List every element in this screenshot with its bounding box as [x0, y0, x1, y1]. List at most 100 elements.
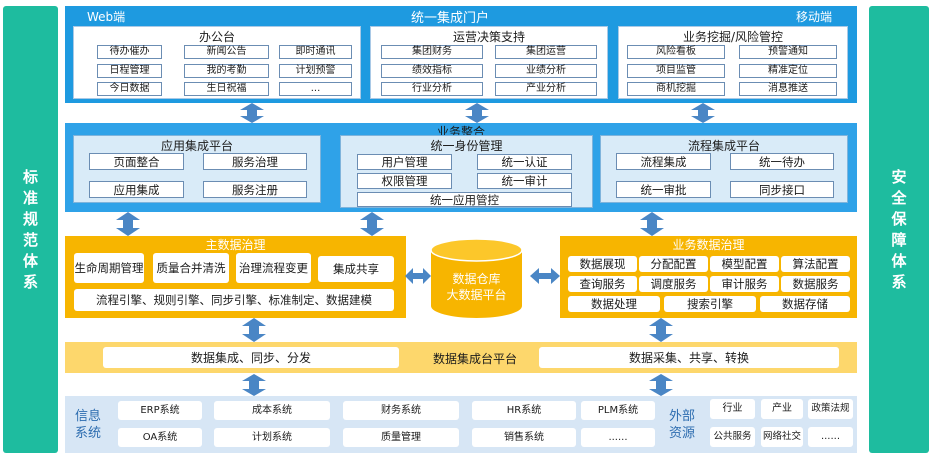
process-item[interactable]: 同步接口	[730, 181, 834, 198]
mdm-engines[interactable]: 流程引擎、规则引擎、同步引擎、标准制定、数据建模	[74, 289, 394, 311]
office-item[interactable]: 即时通讯	[279, 45, 352, 59]
decision-item[interactable]: 集团运营	[495, 45, 597, 59]
identity-item[interactable]: 用户管理	[357, 154, 452, 170]
integration-platform-bar: 数据集成、同步、分发 数据集成台平台 数据采集、共享、转换	[65, 342, 857, 373]
identity-item[interactable]: 统一应用管控	[357, 192, 572, 207]
info-item[interactable]: HR系统	[472, 401, 576, 420]
decision-title: 运营决策支持	[452, 30, 525, 44]
risk-item[interactable]: 消息推送	[739, 82, 837, 96]
office-item[interactable]: ...	[279, 82, 352, 96]
process-item[interactable]: 统一待办	[730, 153, 834, 170]
bdm-item[interactable]: 调度服务	[639, 276, 708, 292]
bdm-title: 业务数据治理	[672, 238, 745, 252]
risk-item[interactable]: 风险看板	[627, 45, 725, 59]
bdm-item[interactable]: 数据处理	[568, 296, 660, 312]
office-item[interactable]: 生日祝福	[184, 82, 269, 96]
risk-item[interactable]: 项目监管	[627, 64, 725, 78]
mdm-item[interactable]: 质量合并清洗	[153, 253, 229, 283]
process-integration-panel: 流程集成平台 流程集成 统一待办 统一审批 同步接口	[600, 135, 848, 203]
office-item[interactable]: 计划预警	[279, 64, 352, 78]
app-item[interactable]: 服务注册	[203, 181, 307, 198]
info-item[interactable]: 销售系统	[472, 428, 576, 447]
risk-item[interactable]: 商机挖掘	[627, 82, 725, 96]
external-item[interactable]: 行业	[710, 399, 755, 419]
decision-panel: 运营决策支持 集团财务 集团运营 绩效指标 业绩分析 行业分析 产业分析	[370, 26, 608, 99]
bdm-item[interactable]: 分配配置	[639, 256, 708, 272]
decision-item[interactable]: 集团财务	[381, 45, 483, 59]
updown-arrow-icon	[116, 212, 140, 236]
app-integration-panel: 应用集成平台 页面整合 服务治理 应用集成 服务注册	[73, 135, 321, 203]
updown-arrow-icon	[649, 318, 673, 342]
integration-platform-title: 数据集成台平台	[432, 352, 517, 366]
info-item[interactable]: 财务系统	[343, 401, 459, 420]
risk-item[interactable]: 精准定位	[739, 64, 837, 78]
risk-item[interactable]: 预警通知	[739, 45, 837, 59]
app-item[interactable]: 页面整合	[89, 153, 184, 170]
info-item[interactable]: PLM系统	[581, 401, 655, 420]
app-integration-title: 应用集成平台	[160, 139, 233, 153]
office-item[interactable]: 日程管理	[97, 64, 162, 78]
office-item[interactable]: 新闻公告	[184, 45, 269, 59]
warehouse-line2: 大数据平台	[446, 288, 507, 302]
office-item[interactable]: 待办催办	[97, 45, 162, 59]
decision-item[interactable]: 行业分析	[381, 82, 483, 96]
mdm-item[interactable]: 生命周期管理	[74, 253, 144, 283]
bdm-item[interactable]: 数据服务	[781, 276, 850, 292]
integration-left-box[interactable]: 数据集成、同步、分发	[103, 347, 399, 368]
decision-item[interactable]: 产业分析	[495, 82, 597, 96]
info-item[interactable]: 质量管理	[343, 428, 459, 447]
app-item[interactable]: 应用集成	[89, 181, 184, 198]
external-item[interactable]: ......	[808, 427, 853, 447]
external-item[interactable]: 网络社交	[761, 427, 803, 447]
bdm-item[interactable]: 搜索引擎	[664, 296, 756, 312]
standards-label: 标准规范体系	[22, 167, 38, 291]
data-warehouse-cylinder	[430, 238, 523, 318]
office-panel: 办公台 待办催办 新闻公告 即时通讯 日程管理 我的考勤 计划预警 今日数据 生…	[73, 26, 361, 99]
risk-panel: 业务挖掘/风险管控 风险看板 预警通知 项目监管 精准定位 商机挖掘 消息推送	[618, 26, 848, 99]
security-side-bar: 安全保障体系	[869, 6, 929, 453]
external-item[interactable]: 政策法规	[808, 399, 853, 419]
info-item[interactable]: 计划系统	[214, 428, 330, 447]
office-item[interactable]: 我的考勤	[184, 64, 269, 78]
mdm-title: 主数据治理	[205, 238, 266, 252]
bdm-item[interactable]: 模型配置	[710, 256, 779, 272]
identity-title: 统一身份管理	[430, 139, 503, 153]
integration-right-box[interactable]: 数据采集、共享、转换	[539, 347, 839, 368]
info-item[interactable]: ERP系统	[118, 401, 202, 420]
mdm-item[interactable]: 治理流程变更	[236, 253, 311, 283]
updown-arrow-icon	[360, 212, 384, 236]
decision-item[interactable]: 业绩分析	[495, 64, 597, 78]
app-item[interactable]: 服务治理	[203, 153, 307, 170]
bdm-panel: 业务数据治理 数据展现 分配配置 模型配置 算法配置 查询服务 调度服务 审计服…	[560, 236, 857, 318]
risk-title: 业务挖掘/风险管控	[682, 30, 784, 44]
external-resources-label: 外部资源	[669, 409, 696, 441]
process-item[interactable]: 统一审批	[616, 181, 711, 198]
process-item[interactable]: 流程集成	[616, 153, 711, 170]
portal-band: Web端 统一集成门户 移动端 办公台 待办催办 新闻公告 即时通讯 日程管理 …	[65, 6, 857, 103]
bdm-item[interactable]: 审计服务	[710, 276, 779, 292]
office-title: 办公台	[198, 30, 235, 44]
process-integration-title: 流程集成平台	[687, 139, 760, 153]
office-item[interactable]: 今日数据	[97, 82, 162, 96]
updown-arrow-icon	[242, 318, 266, 342]
external-item[interactable]: 产业	[761, 399, 803, 419]
external-item[interactable]: 公共服务	[710, 427, 755, 447]
identity-item[interactable]: 权限管理	[357, 173, 452, 189]
updown-arrow-icon	[240, 103, 264, 123]
info-item[interactable]: OA系统	[118, 428, 202, 447]
bdm-item[interactable]: 数据存储	[760, 296, 850, 312]
bdm-item[interactable]: 数据展现	[568, 256, 637, 272]
standards-side-bar: 标准规范体系	[3, 6, 58, 453]
identity-item[interactable]: 统一审计	[477, 173, 572, 189]
updown-arrow-icon	[649, 374, 673, 396]
identity-item[interactable]: 统一认证	[477, 154, 572, 170]
decision-item[interactable]: 绩效指标	[381, 64, 483, 78]
warehouse-line1: 数据仓库	[452, 272, 501, 286]
bdm-item[interactable]: 查询服务	[568, 276, 637, 292]
leftright-arrow-icon	[405, 268, 431, 284]
mdm-item[interactable]: 集成共享	[318, 256, 394, 282]
mobile-label: 移动端	[796, 10, 833, 24]
bdm-item[interactable]: 算法配置	[781, 256, 850, 272]
info-item[interactable]: ......	[581, 428, 655, 447]
info-item[interactable]: 成本系统	[214, 401, 330, 420]
